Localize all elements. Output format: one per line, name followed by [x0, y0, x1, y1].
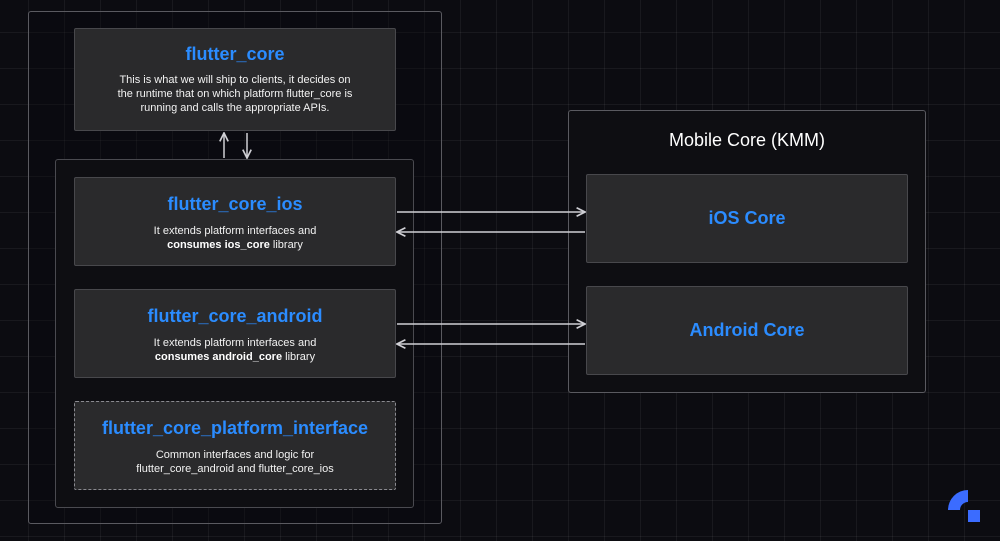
brand-logo-icon — [946, 488, 982, 524]
flutter-core-desc-line-1: This is what we will ship to clients, it… — [119, 74, 351, 86]
flutter-core-platform-interface-title: flutter_core_platform_interface — [101, 418, 369, 438]
android-core-box: Android Core — [586, 286, 908, 375]
flutter-core-platform-interface-desc-line-2: flutter_core_android and flutter_core_io… — [136, 463, 334, 475]
flutter-core-box: flutter_core This is what we will ship t… — [74, 28, 396, 131]
flutter-core-desc-line-3: running and calls the appropriate APIs. — [140, 102, 330, 114]
flutter-core-ios-desc-bold: consumes ios_core — [167, 239, 270, 251]
mobile-core-title: Mobile Core (KMM) — [668, 130, 826, 150]
flutter-core-android-box: flutter_core_android It extends platform… — [74, 289, 396, 378]
ios-core-box: iOS Core — [586, 174, 908, 263]
flutter-core-ios-desc-rest: library — [269, 239, 303, 251]
flutter-core-android-desc-rest: library — [282, 351, 316, 363]
android-core-title: Android Core — [689, 320, 805, 340]
ios-core-title: iOS Core — [708, 208, 786, 228]
flutter-core-android-title: flutter_core_android — [147, 306, 323, 326]
flutter-core-desc-line-2: the runtime that on which platform flutt… — [117, 88, 353, 100]
flutter-core-ios-desc-line-1: It extends platform interfaces and — [153, 225, 317, 237]
flutter-core-ios-box: flutter_core_ios It extends platform int… — [74, 177, 396, 266]
flutter-core-android-desc-line-1: It extends platform interfaces and — [153, 337, 317, 349]
flutter-core-android-desc-line-2: consumes android_core library — [75, 350, 395, 364]
flutter-core-ios-title: flutter_core_ios — [167, 194, 303, 214]
flutter-core-title: flutter_core — [185, 44, 285, 64]
flutter-core-ios-desc-line-2: consumes ios_core library — [75, 238, 395, 252]
flutter-core-platform-interface-box: flutter_core_platform_interface Common i… — [74, 401, 396, 490]
flutter-core-android-desc-bold: consumes android_core — [154, 351, 283, 363]
flutter-core-platform-interface-desc-line-1: Common interfaces and logic for — [155, 449, 315, 461]
